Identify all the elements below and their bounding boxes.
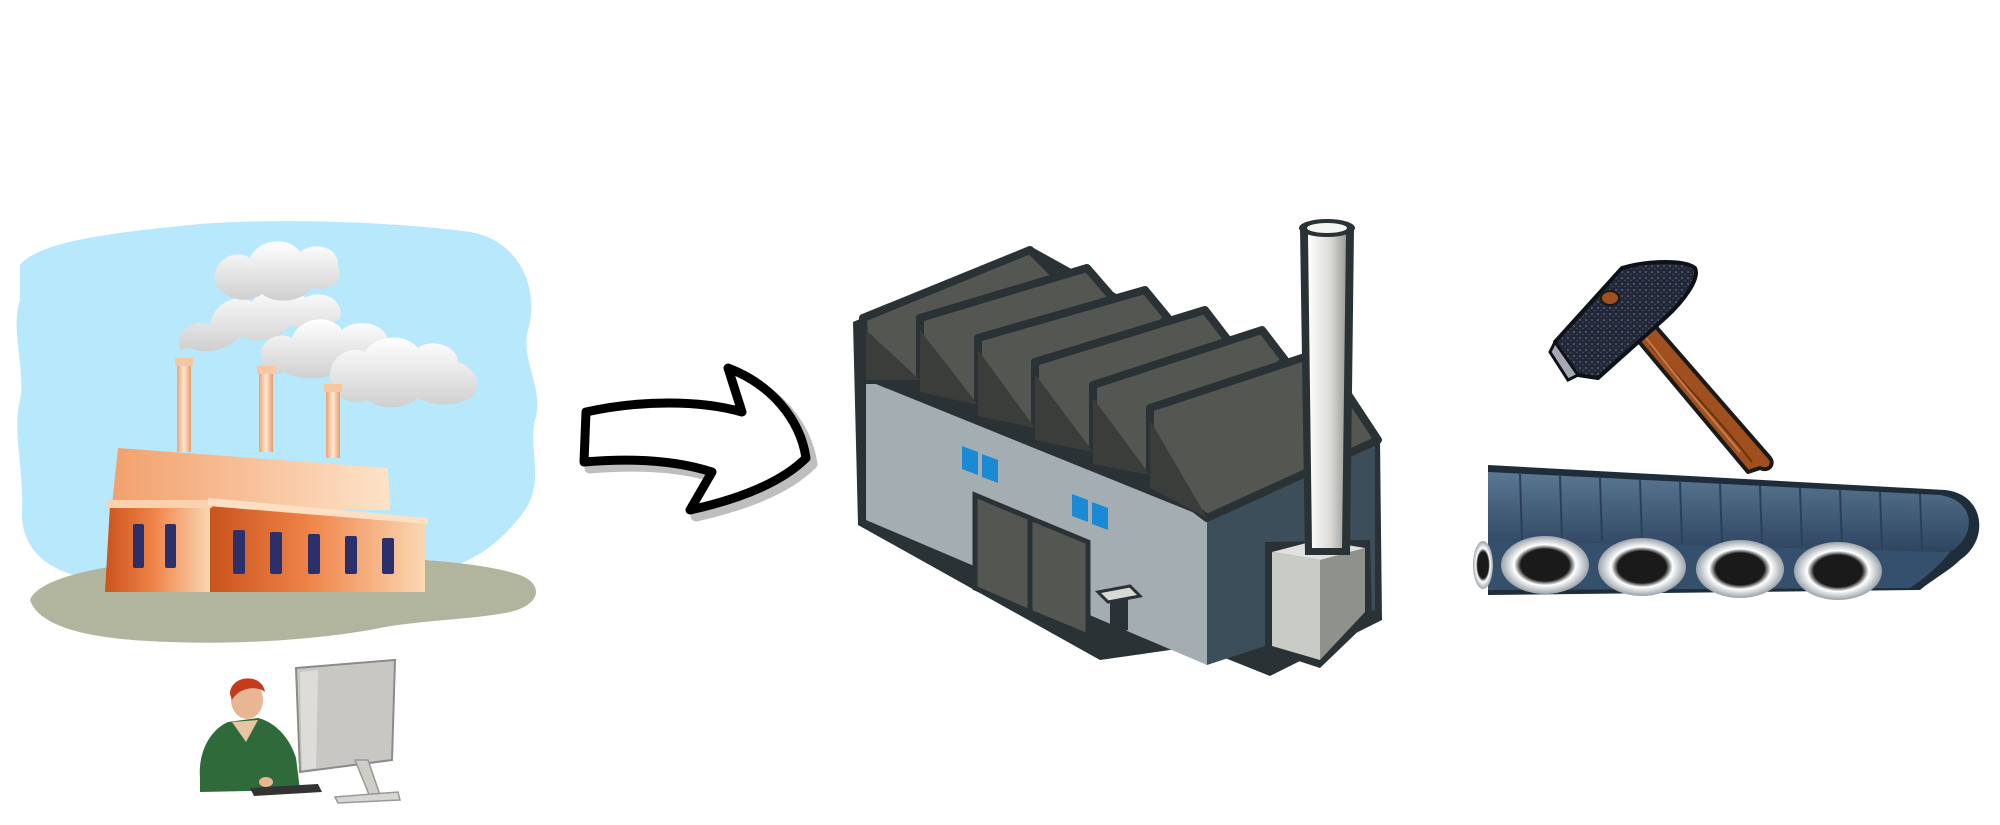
building-windows (962, 446, 1108, 530)
source-factory-illustration (16, 221, 538, 643)
factory-windows (133, 524, 394, 574)
curved-arrow-right-icon (579, 363, 818, 522)
side-door (1094, 584, 1144, 634)
factory-smoke-icon (105, 448, 428, 592)
roof-gables (866, 330, 1207, 518)
loading-doors (972, 491, 1091, 640)
chimney-stacks (175, 358, 342, 458)
conveyor-belt-icon (1473, 465, 1980, 600)
person-at-computer-icon (199, 658, 401, 804)
chimney-icon (1299, 219, 1355, 555)
smoke-icon (179, 241, 478, 408)
belt-rollers (1473, 536, 1882, 600)
hammer-icon (1548, 260, 1774, 474)
belt-slats (1519, 473, 1923, 550)
factory-building-icon (853, 219, 1382, 676)
